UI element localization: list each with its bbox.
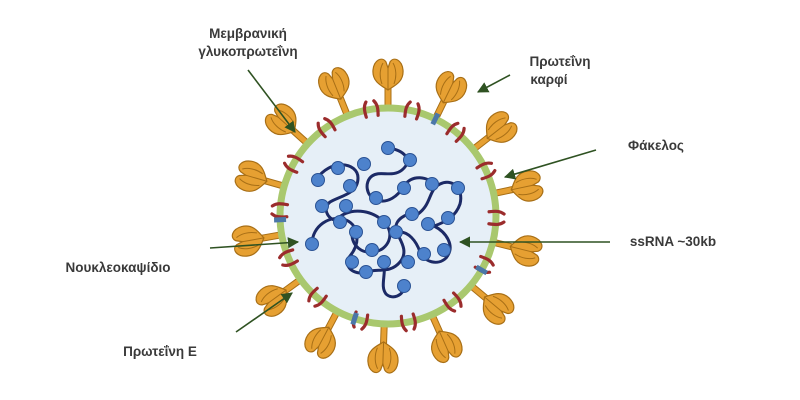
nucleocapsid-bead	[451, 181, 465, 195]
e-protein	[475, 264, 488, 276]
nucleocapsid-bead	[349, 225, 363, 239]
nucleocapsid-bead	[437, 243, 451, 257]
membrane-glycoprotein	[278, 248, 299, 267]
label-membrane-glycoprotein-line1: Μεμβρανική	[209, 26, 287, 41]
label-spike-protein-line1: Πρωτεΐνη	[529, 54, 590, 69]
membrane-glycoprotein	[442, 291, 463, 313]
nucleocapsid-bead	[389, 225, 403, 239]
nucleocapsid-beads	[305, 141, 465, 293]
membrane-glycoprotein	[362, 99, 380, 119]
pointer-arrows	[209, 69, 610, 333]
arrow-nucleocapsid	[209, 237, 300, 249]
label-protein-e: Πρωτεΐνη Ε	[123, 344, 197, 359]
nucleocapsid-bead	[441, 211, 455, 225]
nucleocapsid-bead	[405, 207, 419, 221]
envelope-interior	[280, 108, 496, 324]
nucleocapsid-bead	[343, 179, 357, 193]
membrane-glycoprotein	[403, 100, 421, 121]
spike-protein	[234, 160, 288, 192]
nucleocapsid-bead	[377, 215, 391, 229]
spike-protein	[372, 58, 404, 111]
membrane-glycoprotein	[316, 117, 337, 139]
spike-protein	[304, 307, 342, 359]
nucleocapsid-bead	[315, 199, 329, 213]
e-protein	[273, 217, 287, 223]
nucleocapsid-bead	[397, 181, 411, 195]
nucleocapsid-bead	[369, 191, 383, 205]
e-protein	[430, 112, 441, 126]
label-membrane-glycoprotein-line2: γλυκοπρωτεΐνη	[198, 44, 297, 59]
nucleocapsid-bead	[311, 173, 325, 187]
membrane-glycoprotein	[487, 209, 506, 227]
arrow-envelope	[503, 149, 597, 180]
nucleocapsid-bead	[359, 265, 373, 279]
nucleocapsid-bead	[345, 255, 359, 269]
spike-protein	[367, 321, 399, 374]
rna-loop-3	[334, 209, 392, 254]
nucleocapsid-bead	[397, 279, 411, 293]
membrane-glycoprotein	[270, 202, 290, 219]
rna-loop-9	[381, 260, 406, 299]
e-proteins	[273, 112, 488, 326]
arrow-spike-protein	[477, 74, 511, 93]
membrane-glycoprotein	[475, 161, 497, 181]
arrow-membrane-glycoprotein	[247, 69, 296, 133]
rna-loop-7	[398, 224, 452, 264]
nucleocapsid-bead	[425, 177, 439, 191]
label-envelope: Φάκελος	[628, 138, 684, 153]
spike-protein	[231, 225, 285, 257]
arrow-protein-e	[235, 292, 293, 333]
nucleocapsid-bead	[381, 141, 395, 155]
nucleocapsid-bead	[305, 237, 319, 251]
membrane-glycoprotein	[307, 286, 328, 308]
label-spike-protein-line2: καρφί	[530, 72, 567, 87]
membrane-glycoprotein	[283, 154, 305, 174]
membrane-glycoprotein	[399, 312, 417, 333]
nucleocapsid-bead	[331, 161, 345, 175]
nucleocapsid-bead	[339, 199, 353, 213]
nucleocapsid-bead	[401, 255, 415, 269]
nucleocapsid-bead	[417, 247, 431, 261]
label-nucleocapsid: Νουκλεοκαψίδιο	[65, 260, 170, 275]
membrane-glycoprotein	[445, 121, 466, 143]
nucleocapsid-bead	[333, 215, 347, 229]
nucleocapsid-bead	[403, 153, 417, 167]
nucleocapsid-bead	[357, 157, 371, 171]
spike-proteins	[231, 58, 544, 374]
nucleocapsid-bead	[365, 243, 379, 257]
nucleocapsid-bead	[421, 217, 435, 231]
label-ssrna: ssRNA ~30kb	[630, 234, 716, 249]
nucleocapsid-bead	[377, 255, 391, 269]
labels: Μεμβρανική γλυκοπρωτεΐνη Πρωτεΐνη καρφί …	[65, 26, 716, 359]
e-protein	[350, 312, 359, 326]
